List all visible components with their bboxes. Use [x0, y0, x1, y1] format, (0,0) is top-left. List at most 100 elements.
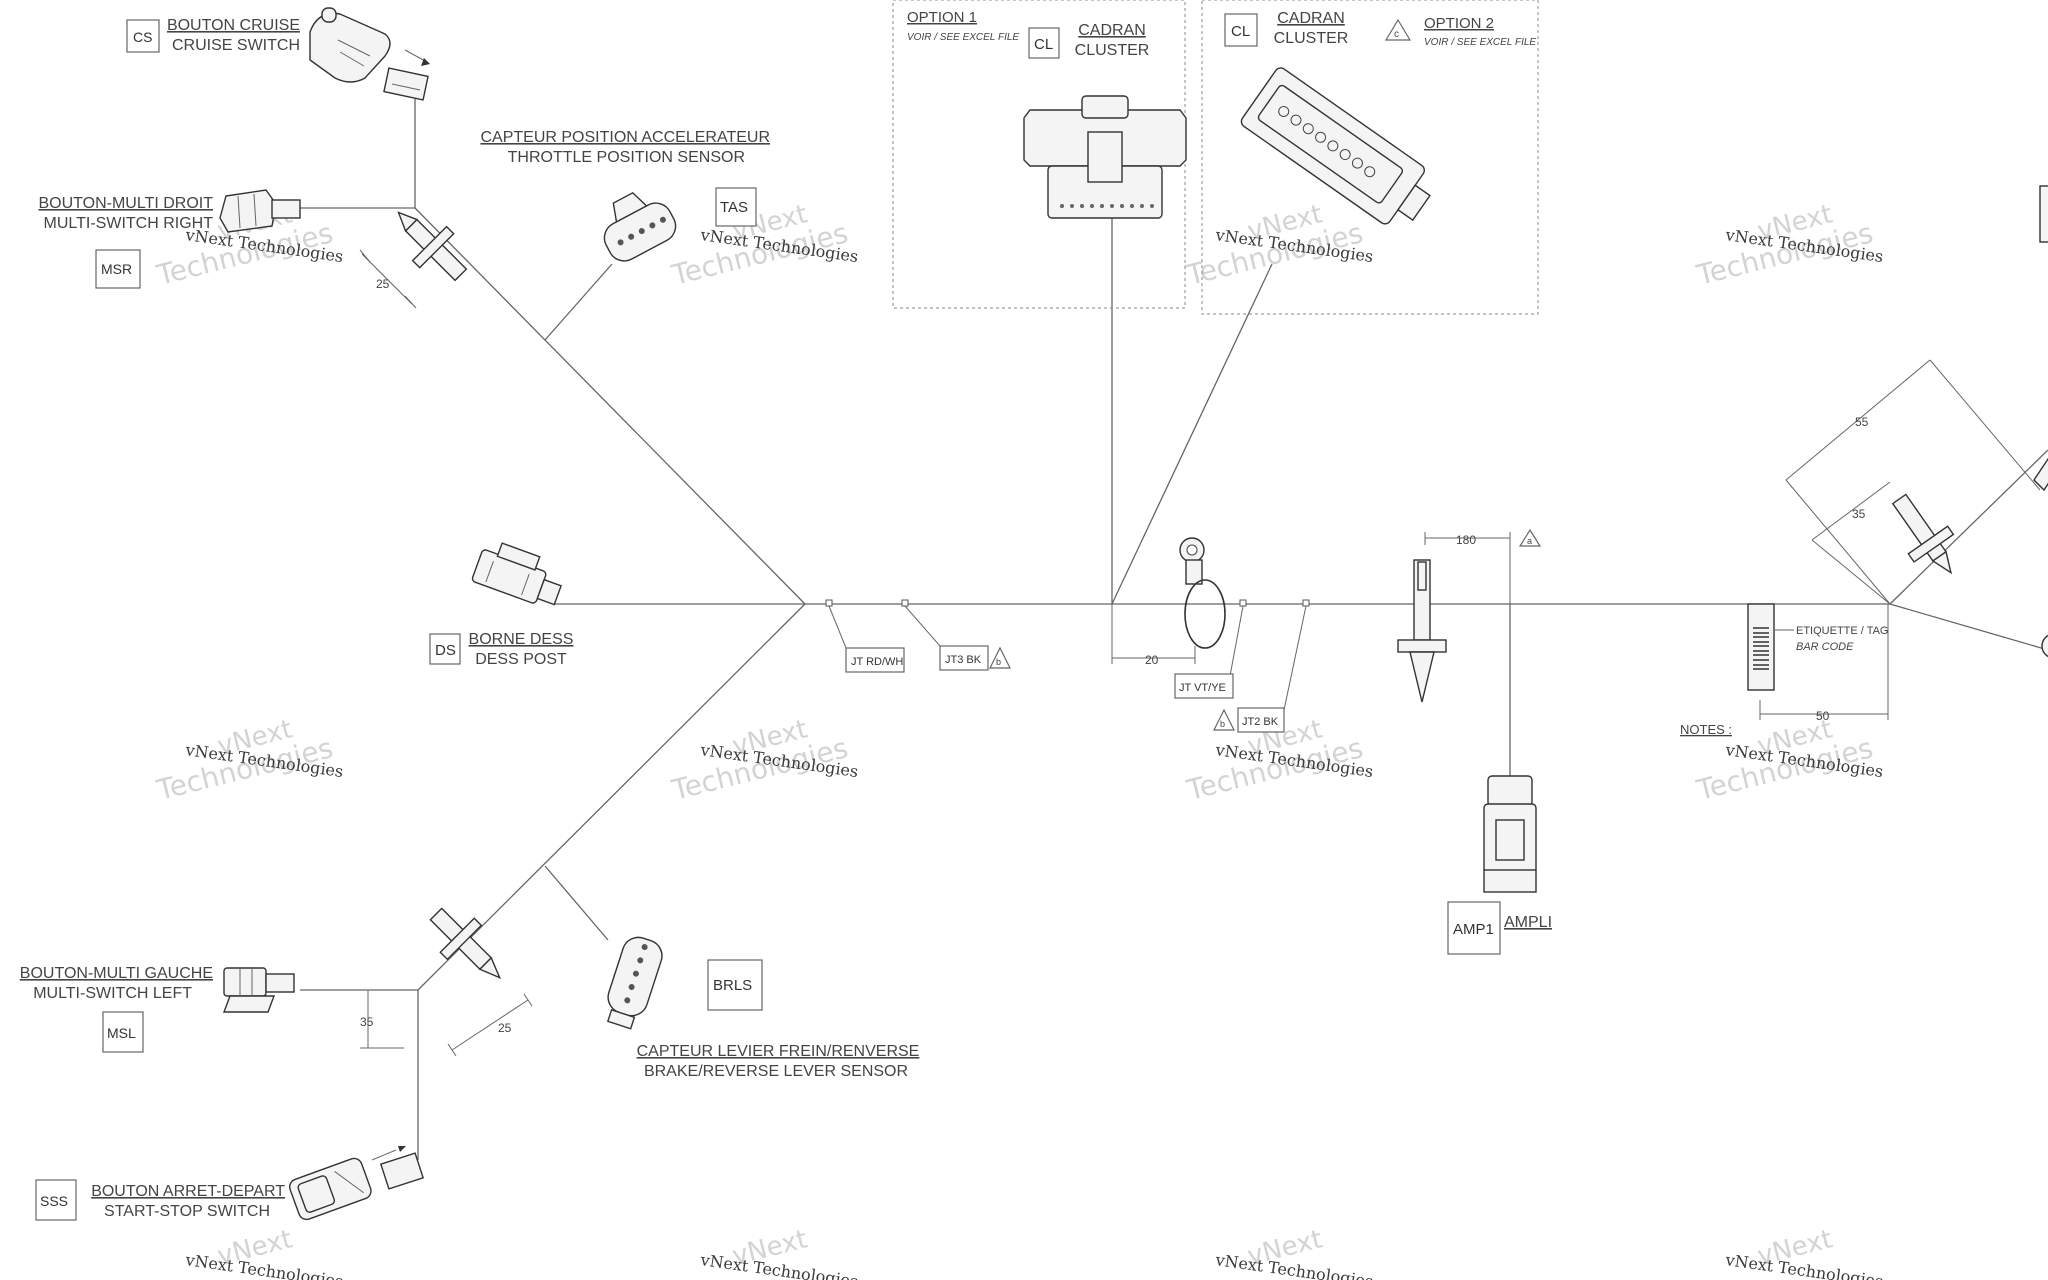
- connector-amp1[interactable]: AMP1 AMPLI: [1447, 775, 1552, 955]
- junction-jt3[interactable]: JT3 BK b: [901, 599, 1011, 671]
- connector-tas[interactable]: CAPTEUR POSITION ACCELERATEUR THROTTLE P…: [480, 129, 770, 267]
- clip-msr-branch-icon: [397, 211, 468, 282]
- junction-jt2-flag-triangle: [1213, 708, 1235, 731]
- junction-jt3-label: JT3 BK: [945, 654, 982, 666]
- connector-brls[interactable]: BRLS CAPTEUR LEVIER FREIN/RENVERSE BRAKE…: [600, 933, 919, 1080]
- option-1-code: CL: [1034, 36, 1053, 53]
- sss-code: SSS: [40, 1193, 68, 1209]
- msr-label-en: MULTI-SWITCH RIGHT: [44, 215, 214, 232]
- junction-jt2[interactable]: JT2 BK b: [1213, 599, 1310, 733]
- tas-label-fr: CAPTEUR POSITION ACCELERATEUR: [480, 129, 770, 146]
- dim-180-flag: a: [1527, 536, 1532, 546]
- brls-label-fr: CAPTEUR LEVIER FREIN/RENVERSE: [637, 1043, 920, 1060]
- watermark: vNext vNext Technologies: [698, 1224, 859, 1280]
- option-1-subtitle: VOIR / SEE EXCEL FILE: [907, 32, 1019, 43]
- option-1-title: OPTION 1: [907, 9, 977, 26]
- option-1-panel: OPTION 1 VOIR / SEE EXCEL FILE CL CADRAN…: [892, 0, 1187, 309]
- tag-label-1: ETIQUETTE / TAG: [1796, 625, 1889, 637]
- option-1-label-en: CLUSTER: [1075, 42, 1150, 59]
- connector-ds[interactable]: DS BORNE DESS DESS POST: [429, 538, 574, 668]
- partial-connector-right-bottom-icon: [2041, 634, 2048, 658]
- msl-code: MSL: [107, 1025, 136, 1041]
- dim-180: 180: [1456, 533, 1476, 547]
- cs-plug-icon: [383, 49, 430, 101]
- option-2-title: OPTION 2: [1424, 15, 1494, 32]
- clip-right-branch-icon: [1891, 493, 1955, 575]
- option-2-border: [1201, 0, 1539, 315]
- option-2-subtitle: VOIR / SEE EXCEL FILE: [1424, 37, 1536, 48]
- bar-code-icon: [1747, 603, 1775, 691]
- cs-label-en: CRUISE SWITCH: [172, 37, 300, 54]
- branch-upper-left: [414, 207, 806, 605]
- msr-code-box: [95, 249, 141, 289]
- option-2-label-en: CLUSTER: [1274, 30, 1349, 47]
- junction-jt3-flag: b: [996, 657, 1001, 667]
- ds-code-box: [429, 633, 461, 665]
- option-2-label-fr: CADRAN: [1277, 10, 1345, 27]
- amp1-label: AMPLI: [1504, 914, 1552, 931]
- dim-25-bottom: 25: [498, 1021, 512, 1035]
- cluster-connector-icon[interactable]: [1023, 95, 1187, 219]
- junction-rdwh[interactable]: JT RD/WH: [825, 599, 905, 673]
- clip-msl-branch-icon: [429, 907, 502, 980]
- cs-code: CS: [133, 29, 152, 45]
- sss-label-en: START-STOP SWITCH: [104, 1203, 270, 1220]
- connector-sss[interactable]: SSS BOUTON ARRET-DEPART START-STOP SWITC…: [35, 1146, 425, 1222]
- dim-180-flag-triangle: [1518, 528, 1542, 547]
- dimension-lines: 25 35 25 20 180 a 55 35 50: [359, 249, 2041, 1057]
- branch-cluster-opt2: [1111, 263, 1273, 605]
- sss-plug-icon: [371, 1146, 425, 1190]
- junction-jt3-box: [939, 645, 989, 671]
- connector-msr[interactable]: BOUTON-MULTI DROIT MULTI-SWITCH RIGHT MS…: [38, 189, 301, 289]
- ds-label-en: DESS POST: [475, 651, 567, 668]
- amp1-code: AMP1: [1453, 921, 1494, 938]
- ds-code: DS: [435, 642, 456, 659]
- junction-rdwh-box: [845, 647, 905, 673]
- watermark: vNext vNext Technologies: [1723, 1224, 1884, 1280]
- branch-tas: [544, 263, 613, 341]
- tas-code-box: [715, 187, 757, 227]
- connector-msl[interactable]: BOUTON-MULTI GAUCHE MULTI-SWITCH LEFT MS…: [20, 965, 295, 1053]
- harness-wires: [300, 98, 2048, 1160]
- ring-terminal-icon: [1179, 537, 1226, 649]
- option-2-code: CL: [1231, 23, 1250, 40]
- msr-label-fr: BOUTON-MULTI DROIT: [38, 195, 213, 212]
- branch-lower-left: [417, 603, 806, 991]
- tas-code: TAS: [720, 199, 748, 216]
- ds-post-icon: [471, 542, 562, 606]
- sss-switch-icon: [289, 1157, 372, 1221]
- option-2-panel: CL CADRAN CLUSTER c OPTION 2 VOIR / SEE …: [1201, 0, 1539, 315]
- amp1-code-box: [1447, 901, 1501, 955]
- msl-label-en: MULTI-SWITCH LEFT: [33, 985, 192, 1002]
- dim-25-top: 25: [376, 277, 390, 291]
- dim-35-right: 35: [1852, 507, 1866, 521]
- dim-50: 50: [1816, 709, 1830, 723]
- junction-vtye[interactable]: JT VT/YE: [1174, 599, 1247, 699]
- tag-label-2: BAR CODE: [1796, 641, 1854, 653]
- junction-jt2-flag: b: [1220, 719, 1225, 729]
- option-2-flag: c: [1394, 29, 1399, 40]
- option-1-code-box: [1028, 27, 1060, 59]
- junction-jt2-marker: [1302, 599, 1310, 607]
- junction-jt2-label: JT2 BK: [1242, 716, 1279, 728]
- junction-vtye-label: JT VT/YE: [1179, 682, 1226, 694]
- cluster-connector-angled-icon[interactable]: [1239, 66, 1441, 237]
- msr-connector-icon: [219, 189, 301, 233]
- notes-label: NOTES :: [1680, 722, 1732, 737]
- branch-brls: [544, 865, 609, 941]
- brls-sensor-icon: [606, 936, 663, 1030]
- ds-label-fr: BORNE DESS: [469, 631, 574, 648]
- brls-code-box: [707, 959, 763, 1011]
- brls-label-en: BRAKE/REVERSE LEVER SENSOR: [644, 1063, 908, 1080]
- junction-jt3-marker: [901, 599, 909, 607]
- cs-switch-icon: [309, 7, 391, 83]
- msr-code: MSR: [101, 261, 132, 277]
- tas-sensor-icon: [603, 191, 677, 262]
- sss-label-fr: BOUTON ARRET-DEPART: [91, 1183, 285, 1200]
- branch-right-down: [1889, 603, 2048, 651]
- connector-cs[interactable]: CS BOUTON CRUISE CRUISE SWITCH: [126, 7, 430, 101]
- msl-label-fr: BOUTON-MULTI GAUCHE: [20, 965, 213, 982]
- junction-jt2-box: [1237, 707, 1285, 733]
- watermark: Technologies vNext vNext Technologies: [668, 714, 860, 807]
- ampli-connector-icon: [1483, 775, 1537, 893]
